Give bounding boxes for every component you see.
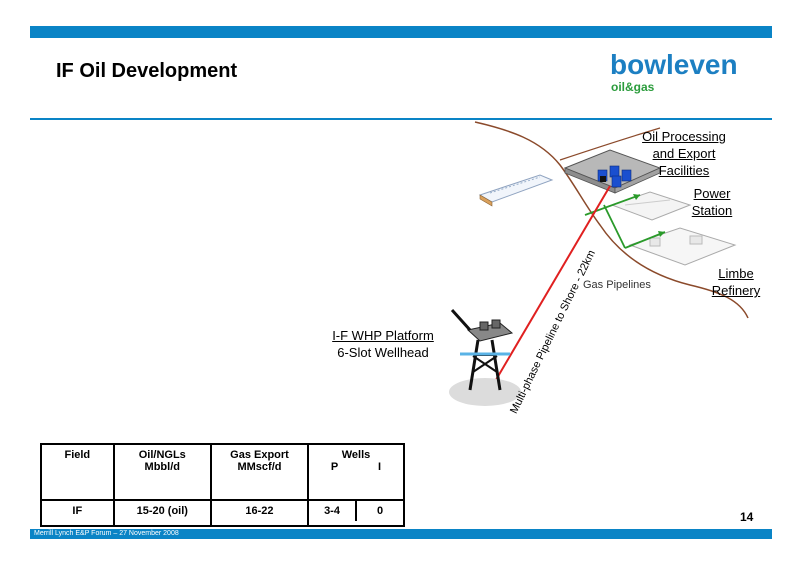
title-rule	[30, 118, 772, 120]
limbe-refinery-line-1: Limbe	[718, 266, 754, 281]
table-header-row: Field Oil/NGLs Mbbl/d Gas Export MMscf/d…	[40, 443, 405, 501]
footer-band	[30, 529, 772, 539]
cell-wells-i: 0	[376, 505, 384, 517]
cell-wells-p: 3-4	[309, 501, 358, 521]
header-field-text: Field	[64, 449, 91, 461]
coastline	[474, 121, 749, 319]
logo-wordmark: bowleven	[610, 49, 738, 80]
top-band	[30, 26, 772, 38]
oil-processing-line-2: and Export	[652, 146, 716, 161]
oil-processing-line-1: Oil Processing	[642, 129, 726, 144]
coastline-2	[559, 127, 661, 161]
limbe-refinery-facility	[628, 227, 737, 266]
header-oil: Oil/NGLs Mbbl/d	[112, 443, 212, 501]
cell-wells-split: 3-4 0	[309, 501, 403, 521]
multiphase-pipeline	[489, 185, 611, 391]
cell-wells: 3-4 0	[307, 499, 405, 527]
header-field: Field	[40, 443, 115, 501]
limbe-refinery-line-2: Refinery	[711, 283, 761, 298]
header-wells-sub: P I	[311, 461, 401, 473]
header-gas: Gas Export MMscf/d	[209, 443, 310, 501]
field-summary-table: Field Oil/NGLs Mbbl/d Gas Export MMscf/d…	[40, 443, 405, 527]
header-wells: Wells P I	[307, 443, 405, 501]
wellhead-label: 6-Slot Wellhead	[337, 345, 429, 360]
oil-processing-line-3: Facilities	[658, 163, 710, 178]
platform-name: I-F WHP Platform	[332, 328, 434, 343]
oil-processing-label: Oil Processing and Export Facilities	[634, 128, 734, 179]
header-oil-line-2: Mbbl/d	[144, 461, 180, 473]
header-oil-line-1: Oil/NGLs	[138, 449, 186, 461]
power-station-label: Power Station	[682, 185, 742, 219]
cell-field: IF	[40, 499, 115, 527]
page-number: 14	[740, 510, 754, 524]
development-diagram	[449, 121, 749, 406]
table-row: IF 15-20 (oil) 16-22 3-4 0	[40, 499, 405, 527]
slide-title: IF Oil Development	[56, 60, 238, 82]
power-station-line-1: Power	[693, 186, 731, 201]
header-gas-line-2: MMscf/d	[237, 461, 282, 473]
power-station-line-2: Station	[691, 203, 733, 218]
oil-processing-facility	[563, 149, 662, 194]
whp-platform	[449, 308, 521, 406]
cell-oil: 15-20 (oil)	[112, 499, 212, 527]
header-wells-p: P	[330, 461, 339, 473]
header-gas-line-1: Gas Export	[230, 449, 289, 461]
limbe-refinery-label: Limbe Refinery	[706, 265, 766, 299]
tanker-ship	[478, 174, 554, 207]
logo-tagline: oil&gas	[611, 80, 655, 94]
power-station	[610, 191, 692, 221]
platform-label: I-F WHP Platform 6-Slot Wellhead	[318, 327, 448, 361]
bowleven-logo: bowleven oil&gas	[610, 50, 740, 96]
footer-text: Merrill Lynch E&P Forum – 27 November 20…	[34, 530, 179, 537]
cell-gas: 16-22	[209, 499, 310, 527]
header-wells-i: I	[378, 461, 382, 473]
gas-pipelines-label: Gas Pipelines	[583, 279, 651, 291]
header-wells-text: Wells	[341, 449, 371, 461]
